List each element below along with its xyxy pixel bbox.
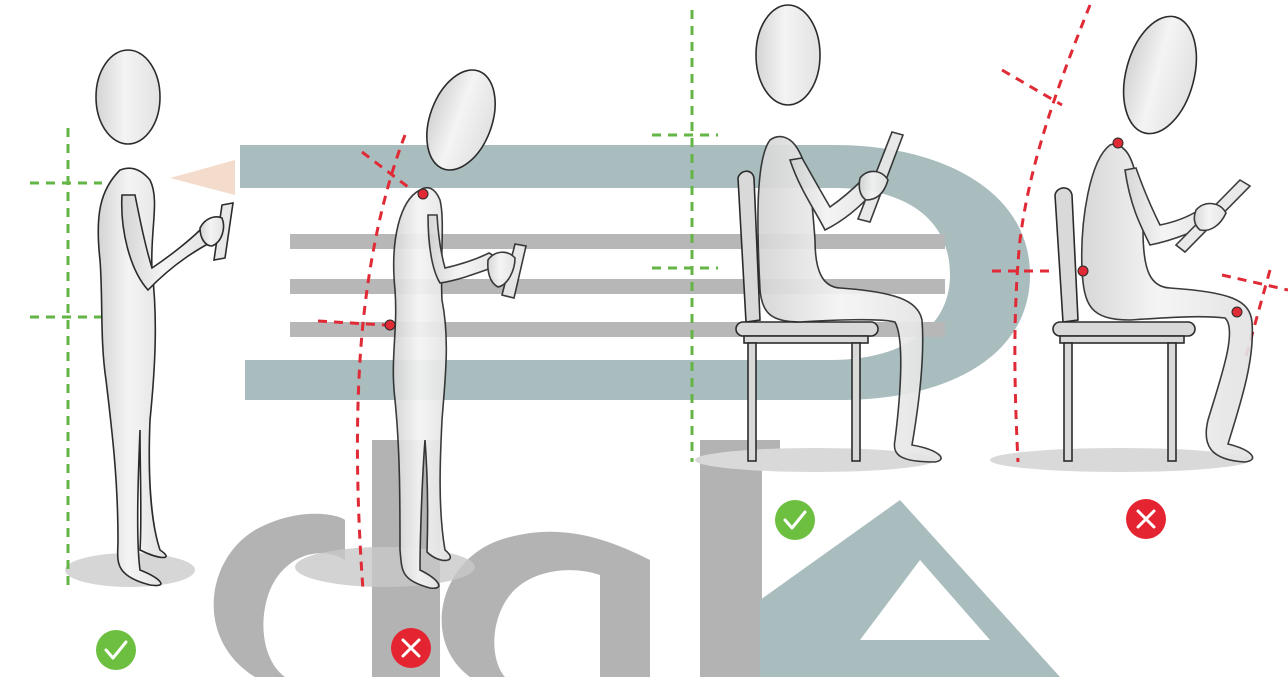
posture-guides-correct (30, 128, 102, 585)
pressure-point-back (1078, 266, 1088, 276)
pressure-point-knee (1232, 307, 1242, 317)
figure-sitting-wrong (990, 5, 1288, 539)
figure-standing-correct (30, 50, 233, 670)
check-icon (96, 630, 136, 670)
figure-sitting-correct (652, 5, 941, 540)
check-icon (775, 500, 815, 540)
pressure-point-neck (1113, 138, 1123, 148)
cross-icon (1126, 499, 1166, 539)
head (756, 5, 820, 105)
floor-shadow (990, 448, 1250, 472)
pressure-point-back (385, 320, 395, 330)
watermark-letters (214, 440, 780, 677)
watermark-logo (170, 145, 1060, 677)
head (1112, 8, 1209, 142)
pressure-point-neck (418, 189, 428, 199)
head (96, 50, 160, 144)
cross-icon (391, 628, 431, 668)
